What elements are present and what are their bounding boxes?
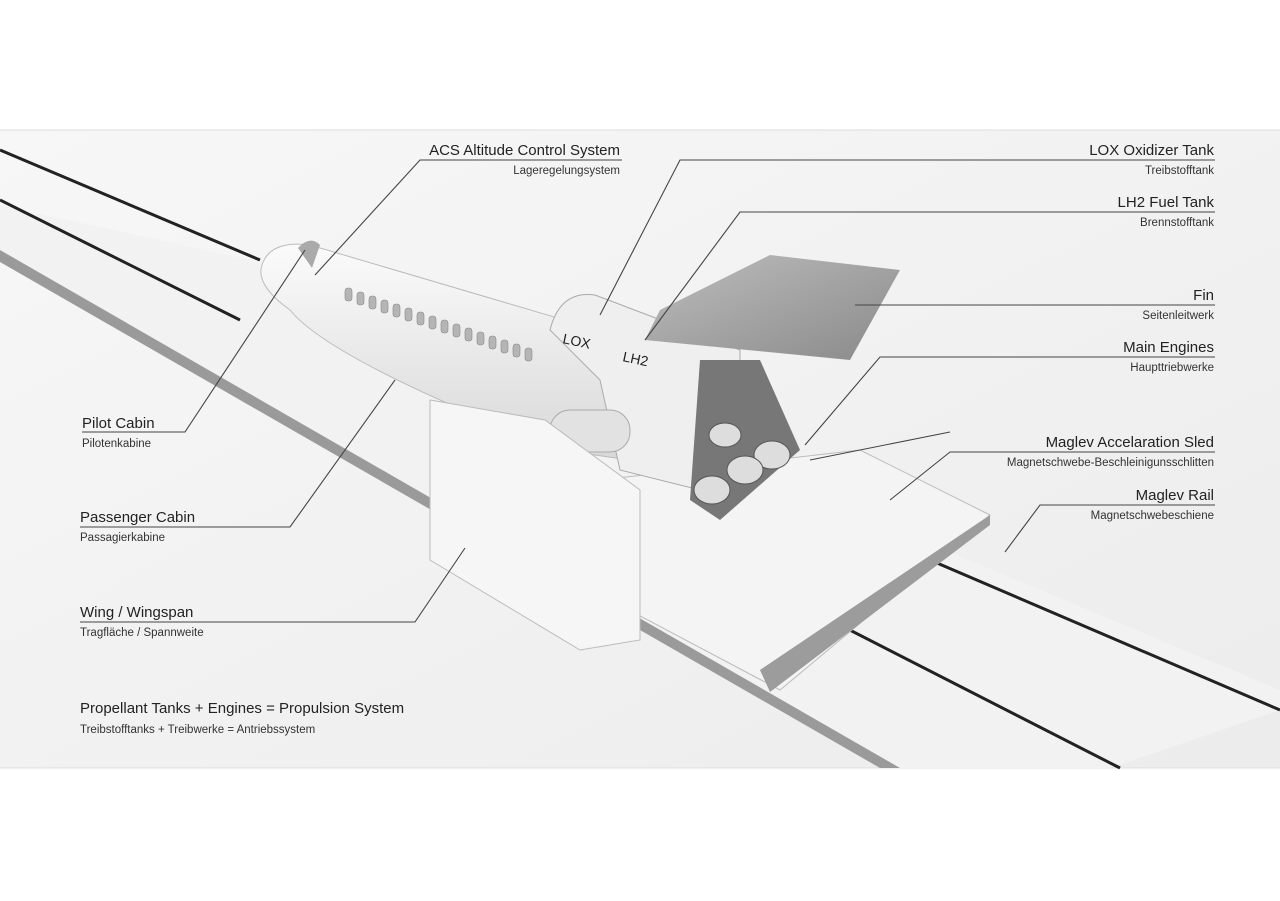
label-sled-en: Maglev Accelaration Sled	[1046, 434, 1214, 451]
label-wing: Wing / Wingspan Tragfläche / Spannweite	[80, 604, 204, 639]
leader-lines	[80, 159, 1215, 623]
fin	[645, 255, 900, 360]
label-passenger: Passenger Cabin Passagierkabine	[80, 509, 195, 544]
label-lh2-de: Brennstofftank	[1140, 217, 1214, 229]
label-engines-de: Haupttriebwerke	[1130, 362, 1214, 374]
label-acs-de: Lageregelungsystem	[513, 165, 620, 177]
label-pilot-en: Pilot Cabin	[82, 415, 155, 432]
label-lox: LOX Oxidizer Tank Treibstofftank	[1089, 142, 1214, 177]
label-sled-de: Magnetschwebe-Beschleinigunsschlitten	[1007, 457, 1214, 469]
label-passenger-en: Passenger Cabin	[80, 509, 195, 526]
label-fin-de: Seitenleitwerk	[1142, 310, 1214, 322]
label-wing-de: Tragfläche / Spannweite	[80, 627, 204, 639]
lh2-tank-mark: LH2	[621, 348, 650, 369]
label-rail-en: Maglev Rail	[1136, 487, 1214, 504]
label-fin-en: Fin	[1193, 287, 1214, 304]
label-acs-en: ACS Altitude Control System	[429, 142, 620, 159]
main-engines	[693, 422, 791, 505]
label-rail-de: Magnetschwebeschiene	[1091, 510, 1214, 522]
label-engines: Main Engines Haupttriebwerke	[1123, 339, 1214, 374]
label-sled: Maglev Accelaration Sled Magnetschwebe-B…	[1007, 434, 1214, 469]
label-lox-en: LOX Oxidizer Tank	[1089, 142, 1214, 159]
passenger-windows	[344, 287, 656, 426]
label-wing-en: Wing / Wingspan	[80, 604, 193, 621]
label-passenger-de: Passagierkabine	[80, 532, 165, 544]
label-pilot-de: Pilotenkabine	[82, 438, 151, 450]
label-lox-de: Treibstofftank	[1145, 165, 1214, 177]
label-lh2-en: LH2 Fuel Tank	[1118, 194, 1215, 211]
propulsion-footer: Propellant Tanks + Engines = Propulsion …	[80, 700, 404, 736]
cockpit-window	[298, 240, 320, 268]
maglev-sled	[599, 449, 991, 692]
lox-tank-mark: LOX	[561, 330, 592, 352]
label-lh2: LH2 Fuel Tank Brennstofftank	[1118, 194, 1215, 229]
fuselage: LOX LH2	[260, 240, 900, 651]
label-pilot: Pilot Cabin Pilotenkabine	[82, 415, 155, 450]
label-acs: ACS Altitude Control System Lageregelung…	[429, 142, 620, 177]
footer-en: Propellant Tanks + Engines = Propulsion …	[80, 700, 404, 717]
label-engines-en: Main Engines	[1123, 339, 1214, 356]
footer-de: Treibstofftanks + Treibwerke = Antriebss…	[80, 724, 315, 736]
label-fin: Fin Seitenleitwerk	[1142, 287, 1214, 322]
wing	[429, 399, 641, 651]
label-rail: Maglev Rail Magnetschwebeschiene	[1091, 487, 1214, 522]
